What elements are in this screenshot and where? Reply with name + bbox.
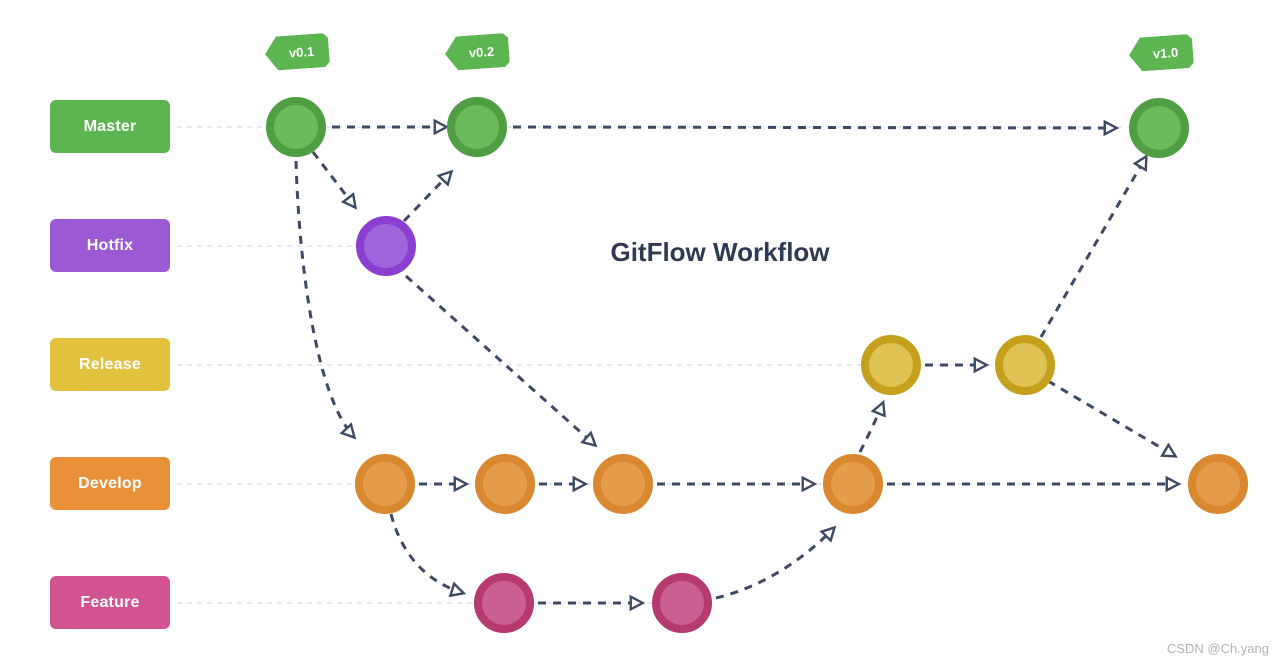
commit-node-master-3 [1129, 98, 1189, 158]
branch-label-develop: Develop [50, 457, 170, 510]
edge-release-2-to-master-3 [1039, 154, 1148, 338]
commit-node-release-1 [861, 335, 921, 395]
edge-master-1-to-hotfix-1 [311, 151, 358, 210]
edge-develop-4-to-release-1 [858, 399, 886, 453]
diagram-title: GitFlow Workflow [610, 237, 830, 267]
commit-node-feature-1 [474, 573, 534, 633]
commit-node-hotfix-1 [356, 216, 416, 276]
edge-develop-1-to-feature-1 [389, 513, 467, 598]
commit-node-develop-2 [475, 454, 535, 514]
commit-node-develop-3 [593, 454, 653, 514]
edge-hotfix-1-to-develop-3 [405, 274, 598, 448]
branch-label-feature: Feature [50, 576, 170, 629]
edge-hotfix-1-to-master-2 [402, 169, 454, 223]
commit-node-develop-5 [1188, 454, 1248, 514]
edge-master-1-to-develop-1 [294, 160, 357, 440]
edge-release-2-to-develop-5 [1047, 379, 1178, 458]
commit-node-master-1 [266, 97, 326, 157]
commit-node-develop-1 [355, 454, 415, 514]
commit-node-release-2 [995, 335, 1055, 395]
branch-label-master: Master [50, 100, 170, 153]
commit-node-master-2 [447, 97, 507, 157]
edge-feature-2-to-develop-4 [715, 525, 837, 600]
edge-master-2-to-master-3 [512, 119, 1120, 137]
branch-label-hotfix: Hotfix [50, 219, 170, 272]
commit-edges [294, 118, 1182, 612]
branch-label-release: Release [50, 338, 170, 391]
watermark: CSDN @Ch.yang [1166, 641, 1269, 656]
commit-node-develop-4 [823, 454, 883, 514]
row-guide-lines [177, 126, 1219, 604]
commit-node-feature-2 [652, 573, 712, 633]
